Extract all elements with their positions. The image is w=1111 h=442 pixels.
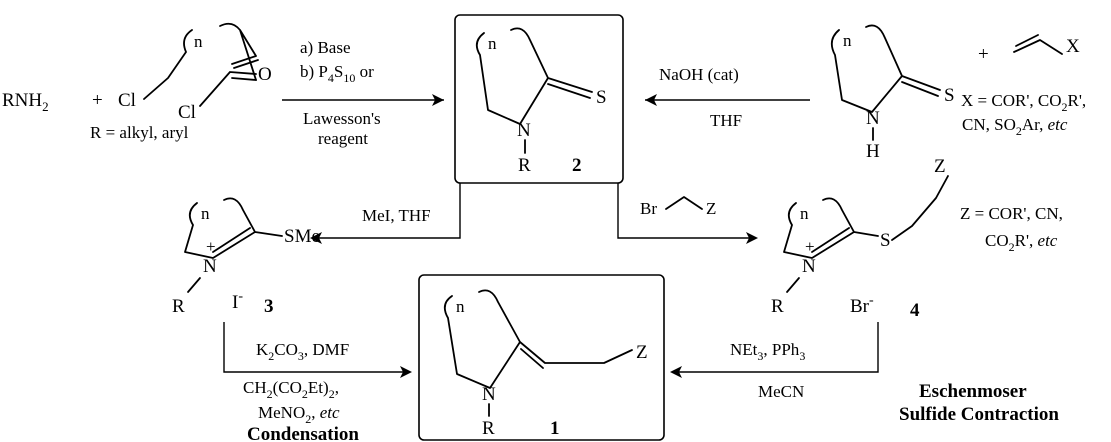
compound-2-n: n [488, 34, 497, 53]
arrow-methylation-head [310, 232, 322, 244]
compound-1: n Z N R 1 [418, 274, 665, 441]
arrow-alkylation-line [617, 183, 756, 239]
x-definition-2: CN, SO2Ar, etc [962, 115, 1068, 138]
compound-4-n: n [800, 204, 809, 223]
compound-1-z: Z [636, 342, 648, 363]
thiolactam-ring [830, 24, 941, 113]
arrow-alkylation-head [746, 232, 758, 244]
compound-2-nitrogen: N [517, 120, 531, 141]
naoh-label: NaOH (cat) [659, 65, 739, 84]
compound-1-ring [443, 289, 633, 389]
compound-2-sulfur: S [596, 87, 607, 108]
arrow-eschenmoser-line [672, 322, 879, 373]
compound-4-nitrogen: N [802, 256, 816, 277]
chlorine-atom-2: Cl [178, 102, 196, 123]
arrow-eschenmoser: NEt3, PPh3 MeCN Eschenmoser Sulfide Cont… [670, 322, 1059, 425]
acyl-chloride-chain [143, 22, 259, 100]
arrow-thionation: a) Base b) P4S10 or Lawesson's reagent [282, 38, 444, 148]
arrow-condensation: K2CO3, DMF CH2(CO2Et)2, MeNO2, etc Conde… [223, 322, 412, 442]
thiolactam-n: n [843, 31, 852, 50]
compound-3-r: R [172, 296, 185, 317]
eschenmoser-title-1: Eschenmoser [919, 381, 1027, 402]
compound-4-ring [783, 175, 949, 259]
branch-arrows: MeI, THF Br Z [310, 183, 758, 244]
compound-4-sulfur: S [880, 230, 891, 251]
arrow-2-head [645, 94, 657, 106]
z-definition-1: Z = COR', CN, [960, 204, 1063, 223]
compound-3-nitrogen: N [203, 256, 217, 277]
carbonyl-bonds [199, 71, 257, 107]
compound-4-n-r-bond [786, 277, 800, 293]
arrow-methylation-line [312, 183, 461, 239]
mei-label: MeI, THF [362, 206, 431, 225]
vinyl-x: X [1066, 36, 1080, 57]
compound-4-bromide: Br- [850, 293, 874, 317]
net3-label: NEt3, PPh3 [730, 340, 805, 363]
compound-1-n: n [456, 297, 465, 316]
plus-sign: + [92, 90, 103, 111]
compound-1-number: 1 [550, 418, 560, 439]
x-definition-1: X = COR', CO2R', [961, 91, 1086, 114]
lawesson-label-2: reagent [318, 129, 368, 148]
compound-2-r: R [518, 155, 531, 176]
arrow-condensation-head [400, 366, 412, 378]
plus-sign-2: + [978, 44, 989, 65]
compound-2: n S N R 2 [454, 14, 624, 184]
alkyl-bromide-br: Br [640, 199, 657, 218]
compound-3-charge: + [206, 237, 216, 256]
alkyl-bromide-chain [665, 196, 703, 210]
ring-size-n: n [194, 32, 203, 51]
compound-3-ring [184, 197, 283, 259]
compound-1-r: R [482, 418, 495, 439]
compound-3-n-r-bond [187, 277, 201, 293]
compound-3-sme: SMe [284, 226, 320, 247]
michael-reagents: n S N H + X X = COR', CO2R', CN, SO2Ar, … [830, 24, 1086, 162]
compound-4: n S Z + N R Br- 4 Z = COR', CN, CO2R', e… [771, 156, 1063, 321]
k2co3-label: K2CO3, DMF [256, 340, 349, 363]
compound-2-box [454, 14, 624, 184]
chlorine-atom-1: Cl [118, 90, 136, 111]
condensation-title: Condensation [247, 424, 359, 442]
thiolactam-hydrogen: H [866, 141, 880, 162]
compound-1-nitrogen: N [482, 384, 496, 405]
compound-4-r: R [771, 296, 784, 317]
malonate-label: CH2(CO2Et)2, [243, 378, 339, 401]
z-definition-2: CO2R', etc [985, 231, 1058, 254]
compound-2-ring [475, 27, 593, 125]
compound-4-number: 4 [910, 300, 920, 321]
vinyl-group [1013, 34, 1063, 55]
eschenmoser-title-2: Sulfide Contraction [899, 404, 1059, 425]
meno2-label: MeNO2, etc [258, 403, 340, 426]
compound-3-number: 3 [264, 296, 274, 317]
step-a-label: a) Base [300, 38, 351, 57]
arrow-condensation-line [223, 322, 410, 373]
compound-3: n SMe + N R I- 3 [172, 197, 320, 317]
compound-3-iodide: I- [232, 289, 243, 313]
thiolactam-nitrogen: N [866, 108, 880, 129]
compound-4-charge: + [805, 237, 815, 256]
oxygen-atom: O [258, 64, 272, 85]
mecn-label: MeCN [758, 382, 804, 401]
lawesson-label-1: Lawesson's [303, 109, 381, 128]
arrow-michael: NaOH (cat) THF [645, 65, 810, 130]
arrow-1-head [432, 94, 444, 106]
compound-3-n: n [201, 204, 210, 223]
alkyl-bromide-z: Z [706, 199, 716, 218]
thiolactam-sulfur: S [944, 85, 955, 106]
compound-2-number: 2 [572, 155, 582, 176]
compound-4-z: Z [934, 156, 946, 177]
amine-label: RNH2 [2, 90, 49, 114]
thf-label: THF [710, 111, 742, 130]
step-b-label: b) P4S10 or [300, 62, 374, 85]
starting-materials: RNH2 + Cl Cl O n R = alkyl, aryl [2, 22, 272, 142]
r-definition: R = alkyl, aryl [90, 123, 189, 142]
compound-1-box [418, 274, 665, 441]
arrow-eschenmoser-head [670, 366, 682, 378]
